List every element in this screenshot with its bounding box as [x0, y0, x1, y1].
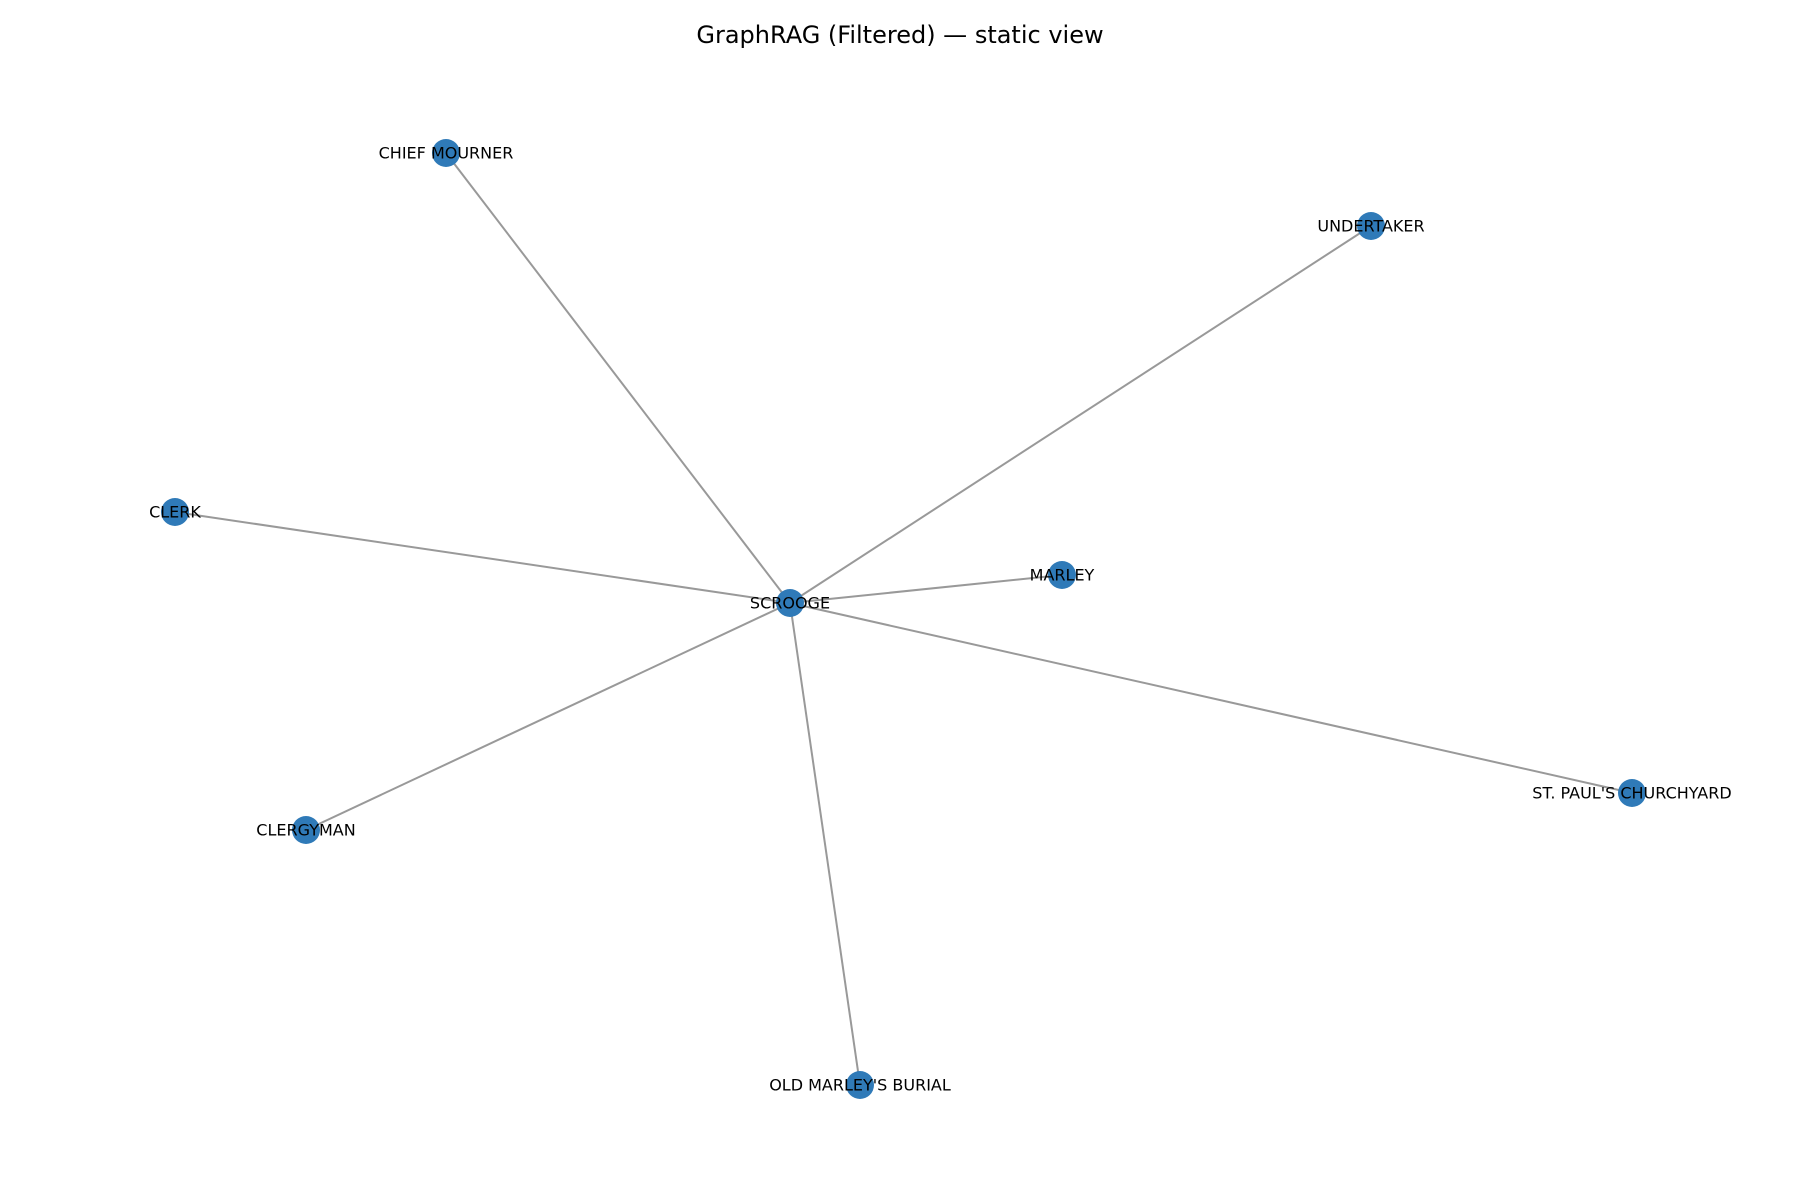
- node-label-clergyman: CLERGYMAN: [256, 821, 355, 840]
- node-clergyman[interactable]: [292, 816, 320, 844]
- edge-scrooge-marley: [789, 574, 1063, 604]
- node-undertaker[interactable]: [1357, 212, 1385, 240]
- edge-scrooge-undertaker: [789, 225, 1372, 604]
- node-st_pauls[interactable]: [1618, 779, 1646, 807]
- nodes-layer: [161, 139, 1646, 1099]
- edge-scrooge-clergyman: [305, 602, 791, 831]
- node-label-scrooge: SCROOGE: [750, 594, 830, 613]
- edge-scrooge-old_marleys_burial: [789, 602, 861, 1086]
- edge-scrooge-clerk: [174, 511, 791, 604]
- edge-scrooge-st_pauls: [789, 602, 1633, 794]
- node-chief_mourner[interactable]: [432, 139, 460, 167]
- node-label-st_pauls: ST. PAUL'S CHURCHYARD: [1532, 784, 1731, 803]
- node-label-marley: MARLEY: [1030, 566, 1095, 585]
- node-old_marleys_burial[interactable]: [846, 1071, 874, 1099]
- node-clerk[interactable]: [161, 498, 189, 526]
- node-label-old_marleys_burial: OLD MARLEY'S BURIAL: [769, 1076, 951, 1095]
- node-label-clerk: CLERK: [149, 503, 201, 522]
- node-label-undertaker: UNDERTAKER: [1317, 217, 1424, 236]
- graph-title: GraphRAG (Filtered) — static view: [696, 21, 1103, 49]
- edges-layer: [174, 152, 1633, 1086]
- node-marley[interactable]: [1048, 561, 1076, 589]
- node-label-chief_mourner: CHIEF MOURNER: [379, 144, 514, 163]
- labels-layer: SCROOGE CHIEF MOURNER UNDERTAKER CLERK MARLE…: [149, 144, 1732, 1095]
- edge-scrooge-chief_mourner: [445, 152, 791, 604]
- node-scrooge[interactable]: [776, 589, 804, 617]
